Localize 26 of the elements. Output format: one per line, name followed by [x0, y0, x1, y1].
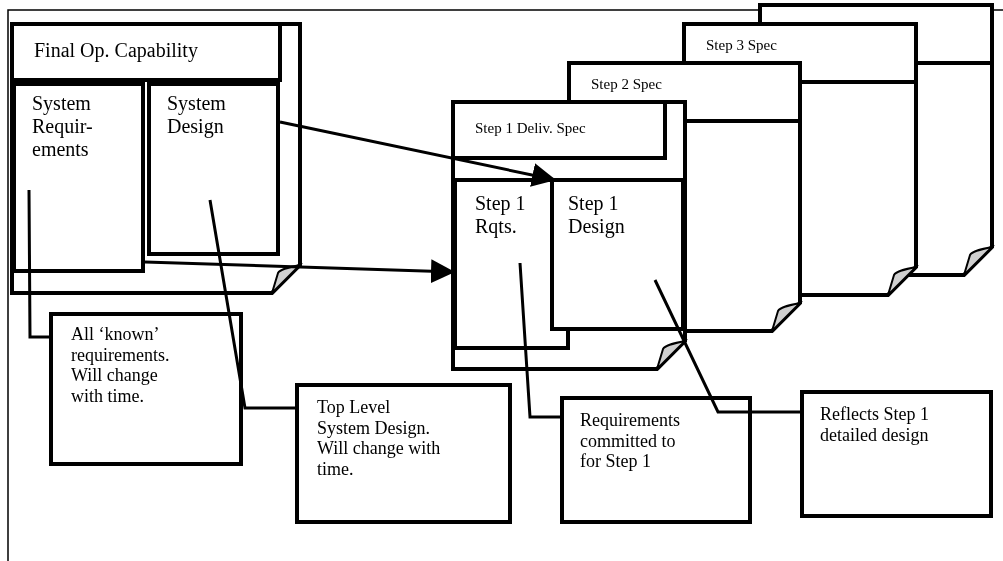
callout-box — [49, 312, 243, 466]
callout-text: All ‘known’ requirements. Will change with time. — [71, 324, 171, 407]
section-box — [550, 178, 685, 331]
leader-line — [27, 190, 49, 339]
document-sheet — [453, 102, 685, 369]
section-box — [147, 82, 280, 256]
sheet-title: Step 1 Deliv. Spec — [475, 120, 586, 138]
callout-box — [800, 390, 993, 518]
callout-text: Requirements committed to for Step 1 — [580, 410, 681, 473]
sheet-title: Step 3 Spec — [706, 37, 777, 55]
sheet-title: Final Op. Capability — [34, 39, 198, 62]
section-box — [12, 82, 145, 273]
callout-box — [560, 396, 752, 524]
section-label: System Requir- ements — [32, 92, 94, 161]
section-label: System Design — [167, 92, 227, 138]
leader-line — [518, 262, 560, 419]
callout-box — [295, 383, 512, 524]
leader-line — [208, 199, 295, 410]
section-label: Step 1 Design — [568, 192, 626, 238]
document-sheet — [12, 24, 300, 293]
callout-text: Top Level System Design. Will change with time. — [317, 397, 442, 480]
callout-text: Reflects Step 1 detailed design — [820, 404, 930, 446]
sheet-title: Step 2 Spec — [591, 76, 662, 94]
section-label: Step 1 Rqts. — [475, 192, 527, 238]
leader-line — [653, 279, 800, 414]
arrow — [279, 120, 557, 187]
